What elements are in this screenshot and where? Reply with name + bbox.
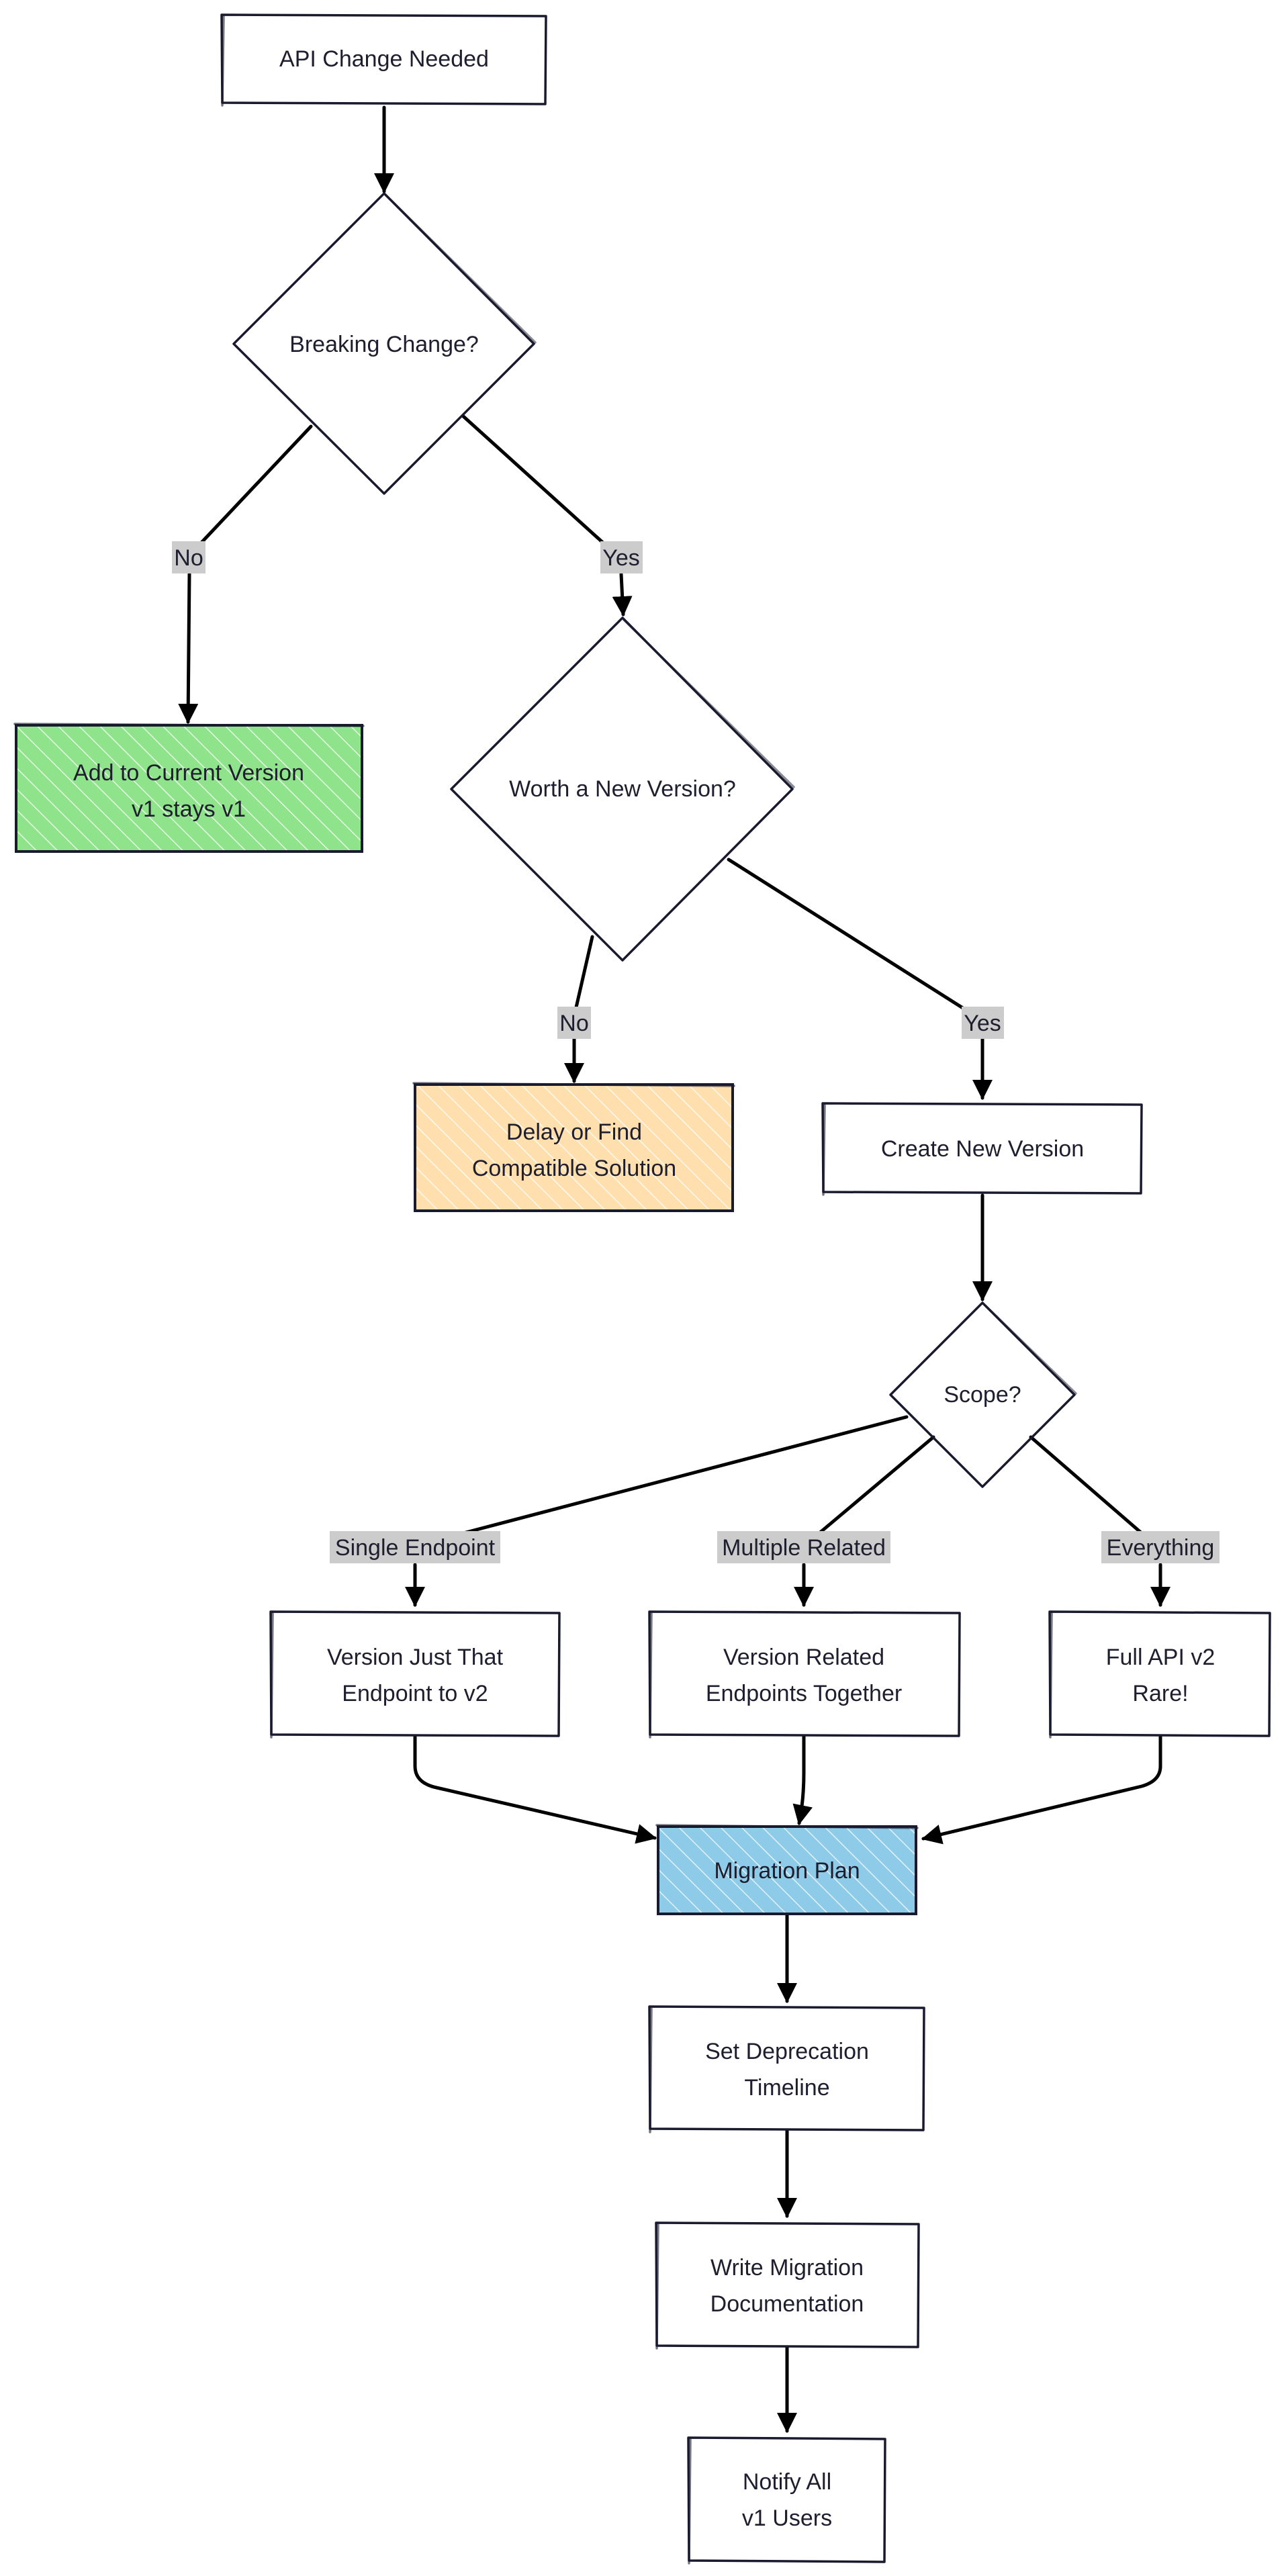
edge-label-worth-yes: Yes <box>962 1007 1004 1039</box>
edge-label-scope-single: Single Endpoint <box>330 1531 500 1563</box>
edge-label-breaking-yes-text: Yes <box>602 545 639 571</box>
edge-label-scope-single-text: Single Endpoint <box>335 1535 496 1561</box>
decision-breaking-change: Breaking Change? <box>232 192 537 495</box>
edge-label-scope-everything: Everything <box>1101 1531 1220 1563</box>
edge-scope-everything-segment <box>1029 1435 1144 1535</box>
node-multiple-line2: Endpoints Together <box>706 1681 902 1706</box>
node-create-new-version-label: Create New Version <box>881 1136 1084 1162</box>
edge-scope-single-segment <box>461 1415 909 1535</box>
decision-worth-new-version: Worth a New Version? <box>450 616 795 962</box>
node-write-migration-docs: Write Migration Documentation <box>655 2221 920 2350</box>
decision-worth-new-version-label: Worth a New Version? <box>509 776 736 802</box>
node-single-line1: Version Just That <box>327 1645 504 1670</box>
node-version-single-endpoint: Version Just That Endpoint to v2 <box>269 1610 561 1739</box>
edge-label-scope-multiple: Multiple Related <box>717 1531 890 1563</box>
node-version-related-endpoints: Version Related Endpoints Together <box>648 1610 961 1739</box>
node-add-to-current-version: Add to Current Version v1 stays v1 <box>13 723 365 853</box>
node-multiple-line1: Version Related <box>723 1645 884 1670</box>
edge-worth-yes-segment <box>727 858 969 1013</box>
decision-scope: Scope? <box>889 1301 1077 1488</box>
edge-worth-no-segment <box>574 935 594 1009</box>
node-delay-line2: Compatible Solution <box>472 1156 676 1181</box>
edges <box>178 105 1170 2433</box>
node-full-line1: Full API v2 <box>1106 1645 1215 1670</box>
edge-full-to-migration <box>921 1734 1162 1845</box>
decision-breaking-change-label: Breaking Change? <box>289 332 479 357</box>
edge-scope-multiple-segment <box>817 1435 935 1535</box>
node-delay-or-find-solution: Delay or Find Compatible Solution <box>412 1082 735 1212</box>
node-api-change-needed-label: API Change Needed <box>279 46 489 72</box>
node-migration-plan: Migration Plan <box>655 1824 919 1915</box>
edge-labels: No Yes No Yes Single Endpoint Multiple R… <box>172 541 1220 1563</box>
edge-label-breaking-no-text: No <box>174 545 203 571</box>
node-add-to-current-version-line1: Add to Current Version <box>73 760 304 786</box>
edge-breaking-yes-to-worth <box>612 572 633 616</box>
node-api-change-needed: API Change Needed <box>220 13 547 107</box>
edge-label-worth-yes-text: Yes <box>964 1011 1001 1036</box>
node-delay-line1: Delay or Find <box>506 1119 642 1145</box>
node-set-deprecation-timeline: Set Deprecation Timeline <box>648 2005 925 2133</box>
edge-label-worth-no: No <box>557 1007 591 1039</box>
decision-scope-label: Scope? <box>944 1382 1021 1408</box>
node-docs-line1: Write Migration <box>710 2255 864 2281</box>
node-migration-plan-label: Migration Plan <box>714 1858 860 1884</box>
edge-label-breaking-yes: Yes <box>600 541 643 573</box>
edge-single-to-migration <box>413 1734 657 1844</box>
edge-multiple-to-migration <box>792 1734 813 1825</box>
node-full-api-v2: Full API v2 Rare! <box>1048 1610 1271 1739</box>
node-notify-line1: Notify All <box>743 2469 831 2495</box>
node-deprecation-line1: Set Deprecation <box>705 2039 869 2064</box>
edge-label-scope-multiple-text: Multiple Related <box>722 1535 886 1561</box>
edge-breaking-no-to-add-current <box>178 572 199 724</box>
node-notify-v1-users: Notify All v1 Users <box>687 2436 886 2565</box>
node-docs-line2: Documentation <box>710 2291 864 2317</box>
edge-label-worth-no-text: No <box>559 1011 588 1036</box>
edge-label-scope-everything-text: Everything <box>1107 1535 1215 1561</box>
edge-breaking-yes-segment <box>461 414 606 546</box>
edge-label-breaking-no: No <box>172 541 205 573</box>
node-add-to-current-version-line2: v1 stays v1 <box>132 796 246 822</box>
nodes: API Change Needed Breaking Change? Add t… <box>13 13 1271 2565</box>
node-full-line2: Rare! <box>1132 1681 1188 1706</box>
edge-breaking-no-segment <box>198 424 313 546</box>
node-notify-line2: v1 Users <box>742 2505 832 2531</box>
node-create-new-version: Create New Version <box>821 1102 1143 1196</box>
node-single-line2: Endpoint to v2 <box>342 1681 488 1706</box>
node-deprecation-line2: Timeline <box>744 2075 829 2101</box>
